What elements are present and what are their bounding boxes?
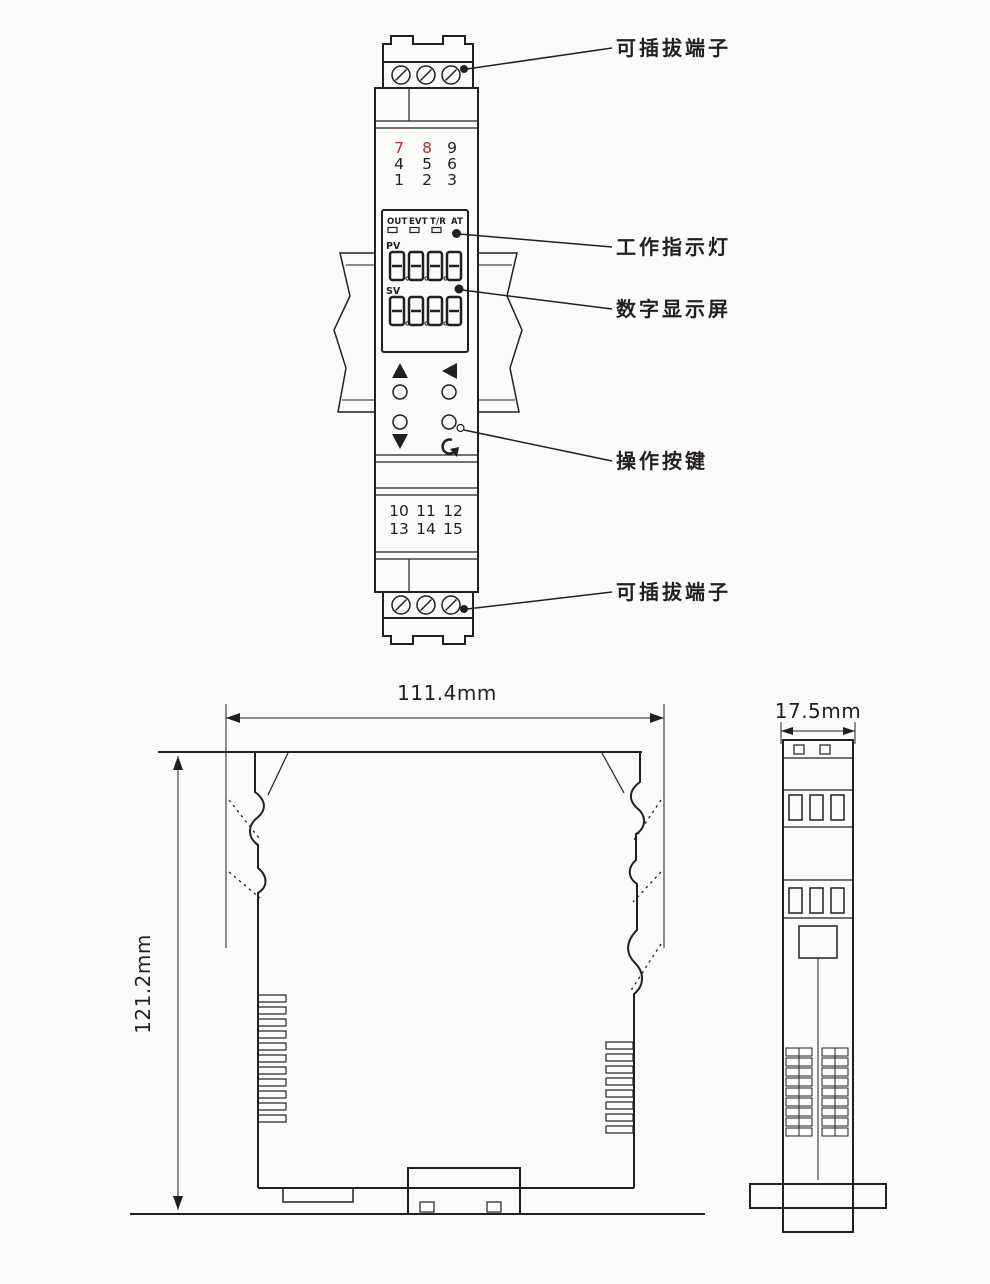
left-arrow-icon (442, 363, 457, 379)
down-button (392, 414, 408, 430)
shift-button (441, 384, 457, 400)
pv-label: PV (386, 241, 401, 252)
terminal-number: 13 (389, 520, 409, 538)
indicator-label-out: OUT (387, 217, 408, 227)
up-arrow-icon (392, 363, 408, 378)
side-view: 111.4mm 121.2mm (130, 681, 705, 1215)
callout-display: 数字显示屏 (616, 297, 731, 321)
terminal-number: 5 (422, 155, 432, 173)
operation-buttons (392, 363, 465, 457)
terminal-number: 2 (422, 171, 432, 189)
display-panel: OUT EVT T/R AT PV SV (381, 209, 469, 353)
indicator-lamp-out (387, 226, 398, 234)
terminal-number: 7 (394, 139, 404, 157)
terminal-number: 14 (416, 520, 436, 538)
lower-terminal-numbers: 10 11 12 13 14 15 (389, 502, 463, 538)
front-view: 7 8 9 4 5 6 1 2 3 OUT EVT T/R AT PV (333, 35, 731, 645)
enclosure-profile (130, 751, 705, 1215)
callout-bottom-terminal: 可插拔端子 (616, 580, 731, 604)
terminal-number: 10 (389, 502, 409, 520)
terminal-number: 6 (447, 155, 457, 173)
indicator-label-evt: EVT (409, 217, 428, 227)
height-dimension-label: 121.2mm (131, 934, 155, 1034)
indicator-lamp-tr (431, 226, 442, 234)
callout-top-terminal: 可插拔端子 (616, 36, 731, 60)
terminal-number: 11 (416, 502, 436, 520)
height-dimension: 121.2mm (131, 756, 183, 1210)
vent-slots-left (257, 994, 287, 1123)
terminal-number: 8 (422, 139, 432, 157)
terminal-number: 9 (447, 139, 457, 157)
terminal-number: 12 (443, 502, 463, 520)
din-clip (407, 1167, 521, 1215)
bottom-terminal-connector (382, 591, 474, 645)
leader-anchor-dot (460, 65, 468, 73)
indicator-lamp-at-led (452, 229, 461, 238)
terminal-number: 3 (447, 171, 457, 189)
end-view-body (749, 739, 887, 1233)
set-button (441, 414, 457, 430)
terminal-number: 15 (443, 520, 463, 538)
cycle-arrow-icon (441, 438, 459, 457)
terminal-stack-left (785, 1047, 813, 1137)
leader-anchor-dot (454, 284, 464, 294)
width-dimension: 111.4mm (225, 681, 665, 948)
depth-dimension-label: 17.5mm (775, 699, 862, 723)
depth-dimension: 17.5mm (775, 699, 862, 744)
width-dimension-label: 111.4mm (397, 681, 497, 705)
leader-anchor-ring (456, 423, 465, 433)
callout-buttons: 操作按键 (616, 449, 708, 473)
upper-terminal-numbers: 7 8 9 4 5 6 1 2 3 (394, 139, 457, 189)
indicator-label-tr: T/R (430, 217, 446, 227)
pv-display (388, 250, 463, 282)
terminal-number: 4 (394, 155, 404, 173)
callout-indicator: 工作指示灯 (616, 235, 731, 259)
sv-display (388, 295, 463, 327)
indicator-lamp-evt (409, 226, 420, 234)
terminal-stack-right (821, 1047, 849, 1137)
leader-anchor-dot (460, 605, 468, 613)
up-button (392, 384, 408, 400)
end-view: 17.5mm (749, 699, 887, 1233)
din-rail (333, 252, 523, 413)
din-rail-section (749, 1183, 887, 1209)
vent-slots-right (605, 1041, 634, 1134)
mounting-foot (282, 1187, 354, 1203)
sv-label: SV (386, 286, 401, 297)
top-terminal-connector (382, 35, 474, 89)
terminal-number: 1 (394, 171, 404, 189)
down-arrow-icon (392, 434, 408, 449)
indicator-label-at: AT (451, 217, 463, 227)
callouts: 可插拔端子 工作指示灯 数字显示屏 操作按键 可插拔端子 (458, 36, 731, 610)
